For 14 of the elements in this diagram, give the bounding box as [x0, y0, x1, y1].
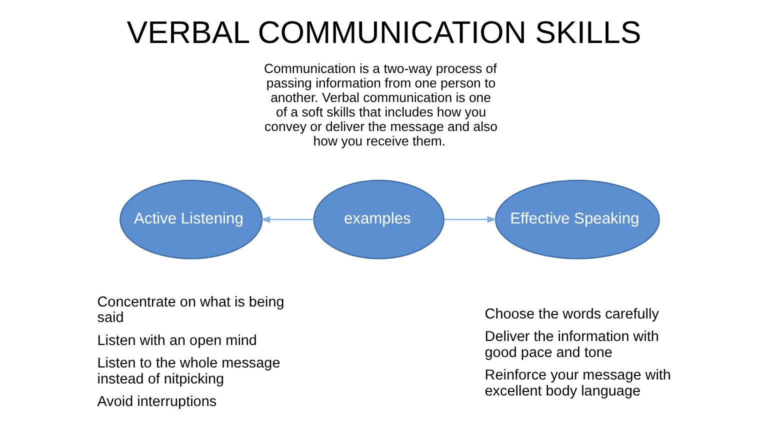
node-label: Choose the words carefully [484, 306, 659, 322]
node-label: Avoid interruptions [97, 394, 217, 410]
node-label: Concentrate on what is being said [97, 294, 284, 326]
diagram-title: VERBAL COMMUNICATION SKILLS [126, 14, 642, 50]
node-ellipse: Effective Speaking [494, 180, 660, 260]
node-ellipse: examples [313, 180, 444, 260]
arrow [260, 216, 314, 223]
label: Communication is a two-way process of passing information from one person to another. Verbal communication is one of a soft skills that includes how you convey or deliver the message and also how you receive them. [264, 61, 498, 148]
node-label: Deliver the information with good pace and tone [484, 329, 659, 361]
node-ellipse: Active Listening [120, 180, 263, 260]
node-label: Reinforce your message with excellent body language [484, 368, 671, 400]
arrow [444, 216, 497, 223]
node-label: Listen to the whole message instead of nitpicking [97, 356, 280, 388]
node-label: Listen with an open mind [97, 332, 257, 349]
